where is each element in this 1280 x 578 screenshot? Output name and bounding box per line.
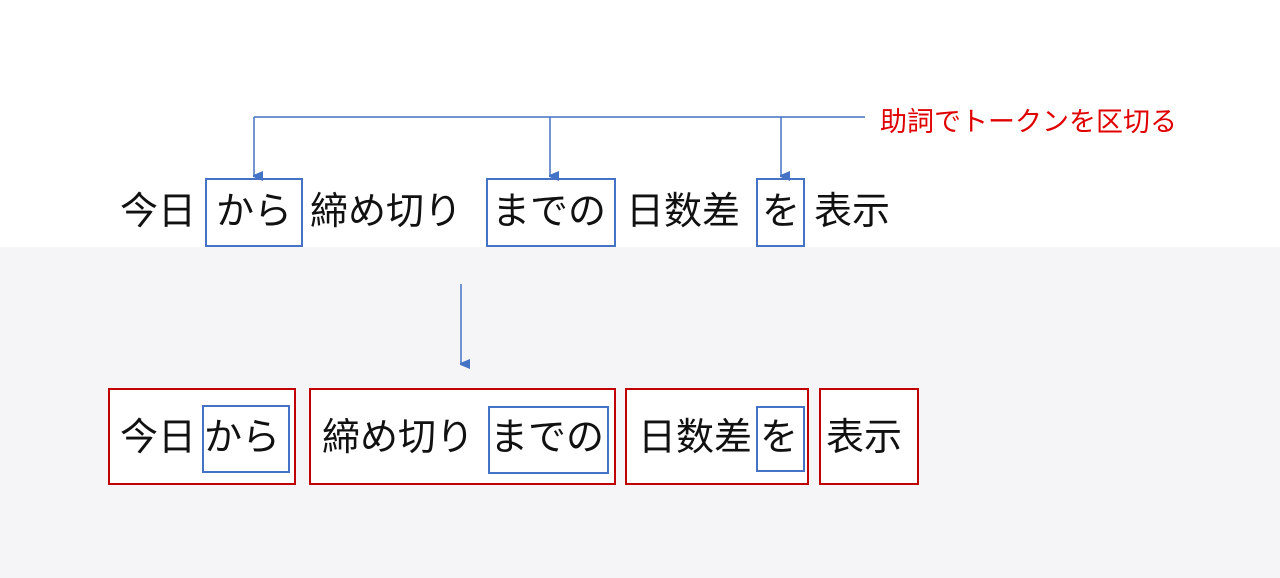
token-particle: から — [216, 189, 293, 233]
annotation-label: 助詞でトークンを区切る — [880, 107, 1177, 138]
token: 日数差 — [626, 189, 741, 233]
chunk-box — [309, 388, 616, 485]
particle-box — [756, 406, 805, 472]
chunk-box — [819, 388, 919, 485]
token: 表示 — [826, 415, 903, 459]
token: 日数差 — [638, 415, 753, 459]
token: 今日 — [120, 189, 197, 233]
particle-box — [488, 406, 609, 474]
background-top — [0, 0, 1280, 247]
token: 表示 — [814, 189, 891, 233]
particle-box — [205, 178, 303, 247]
token: 締め切り — [322, 415, 475, 459]
token-particle: から — [204, 415, 281, 459]
token-particle: までの — [492, 189, 607, 233]
token-particle: を — [760, 415, 799, 459]
token: 締め切り — [310, 189, 463, 233]
token-particle: を — [762, 189, 801, 233]
particle-box — [756, 178, 805, 247]
chunk-box — [625, 388, 809, 485]
token-particle: までの — [490, 415, 605, 459]
token: 今日 — [120, 415, 197, 459]
particle-box — [486, 178, 616, 247]
particle-box — [202, 405, 290, 473]
